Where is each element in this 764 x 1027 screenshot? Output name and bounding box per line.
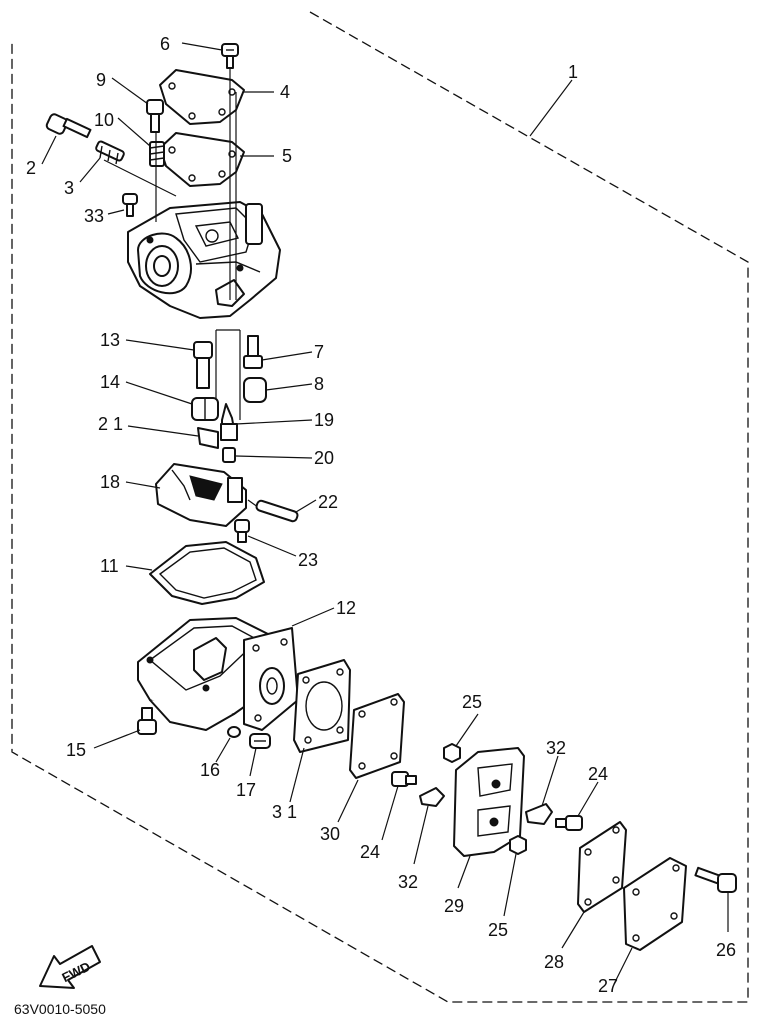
label-part-4: 4 bbox=[280, 82, 290, 102]
label-part-11: 11 bbox=[100, 556, 119, 576]
label-part-6: 6 bbox=[160, 34, 170, 54]
pump-body-29 bbox=[453, 747, 525, 857]
leader-lines bbox=[41, 42, 729, 985]
screw-33 bbox=[122, 193, 138, 217]
gasket-5-holes bbox=[168, 146, 236, 182]
gasket-5 bbox=[159, 132, 245, 187]
screw-9 bbox=[146, 99, 164, 133]
washer-16 bbox=[227, 726, 241, 738]
gasket-28 bbox=[577, 821, 627, 913]
label-part-19: 19 bbox=[314, 410, 334, 430]
label-part-25-bottom: 25 bbox=[488, 920, 508, 940]
label-part-32-right: 32 bbox=[546, 738, 566, 758]
main-nozzle-13 bbox=[193, 341, 213, 389]
label-part-16: 16 bbox=[200, 760, 220, 780]
label-part-3: 3 bbox=[64, 178, 74, 198]
label-part-24-right: 24 bbox=[588, 764, 608, 784]
screw-24-right bbox=[555, 815, 583, 831]
screw-23 bbox=[234, 519, 250, 543]
label-part-12: 12 bbox=[336, 598, 356, 618]
label-part-9: 9 bbox=[96, 70, 106, 90]
label-part-13: 13 bbox=[100, 330, 120, 350]
pilot-screw-2 bbox=[45, 113, 92, 139]
label-part-32-left: 32 bbox=[398, 872, 418, 892]
carburetor-body bbox=[127, 201, 281, 319]
float-18 bbox=[155, 463, 247, 527]
check-valve-32-right bbox=[525, 803, 553, 825]
spring-3 bbox=[95, 140, 125, 165]
label-part-28: 28 bbox=[544, 952, 564, 972]
label-part-26: 26 bbox=[716, 940, 736, 960]
screw-24-left bbox=[391, 771, 417, 787]
pump-cover-27 bbox=[623, 857, 687, 951]
label-part-23: 23 bbox=[298, 550, 318, 570]
label-part-30: 30 bbox=[320, 824, 340, 844]
label-part-8: 8 bbox=[314, 374, 324, 394]
label-part-18: 18 bbox=[100, 472, 120, 492]
label-part-33: 33 bbox=[84, 206, 104, 226]
assembly-boundary bbox=[11, 11, 749, 1003]
cover-4 bbox=[159, 69, 245, 125]
diaphragm-30 bbox=[349, 693, 405, 779]
label-part-24-left: 24 bbox=[360, 842, 380, 862]
main-jet-14 bbox=[191, 397, 219, 421]
pin-22 bbox=[255, 499, 299, 523]
gasket-11 bbox=[149, 541, 265, 605]
label-part-20: 20 bbox=[314, 448, 334, 468]
label-part-7: 7 bbox=[314, 342, 324, 362]
screw-26 bbox=[694, 866, 737, 893]
needle-valve-19 bbox=[220, 403, 238, 441]
cap-8 bbox=[243, 377, 267, 403]
label-part-25-top: 25 bbox=[462, 692, 482, 712]
label-part-14: 14 bbox=[100, 372, 120, 392]
label-part-27: 27 bbox=[598, 976, 618, 996]
drawing-code: 63V0010-5050 bbox=[14, 1001, 106, 1017]
label-part-2: 2 bbox=[26, 158, 36, 178]
label-part-1: 1 bbox=[568, 62, 578, 82]
label-part-5: 5 bbox=[282, 146, 292, 166]
label-part-15: 15 bbox=[66, 740, 86, 760]
screw-20 bbox=[222, 447, 236, 463]
screw-6 bbox=[221, 43, 239, 69]
nut-25-top bbox=[443, 743, 461, 763]
check-valve-32-left bbox=[419, 787, 445, 807]
float-chamber-12 bbox=[137, 617, 299, 731]
cover-4-holes bbox=[168, 82, 236, 120]
label-part-22: 22 bbox=[318, 492, 338, 512]
drain-screw-15 bbox=[137, 707, 157, 735]
label-part-21: 2 1 bbox=[98, 414, 123, 434]
label-part-10: 10 bbox=[94, 110, 114, 130]
screw-17 bbox=[249, 733, 271, 749]
gasket-31 bbox=[293, 659, 351, 753]
label-part-17: 17 bbox=[236, 780, 256, 800]
nut-25-bottom bbox=[509, 835, 527, 855]
gasket-11-inner bbox=[158, 547, 257, 599]
label-part-31: 3 1 bbox=[272, 802, 297, 822]
label-part-29: 29 bbox=[444, 896, 464, 916]
float-pin-clip-21 bbox=[197, 427, 219, 449]
fwd-arrow-icon: FWD bbox=[39, 945, 101, 989]
spring-10 bbox=[149, 141, 165, 167]
pilot-jet-7 bbox=[243, 335, 263, 369]
